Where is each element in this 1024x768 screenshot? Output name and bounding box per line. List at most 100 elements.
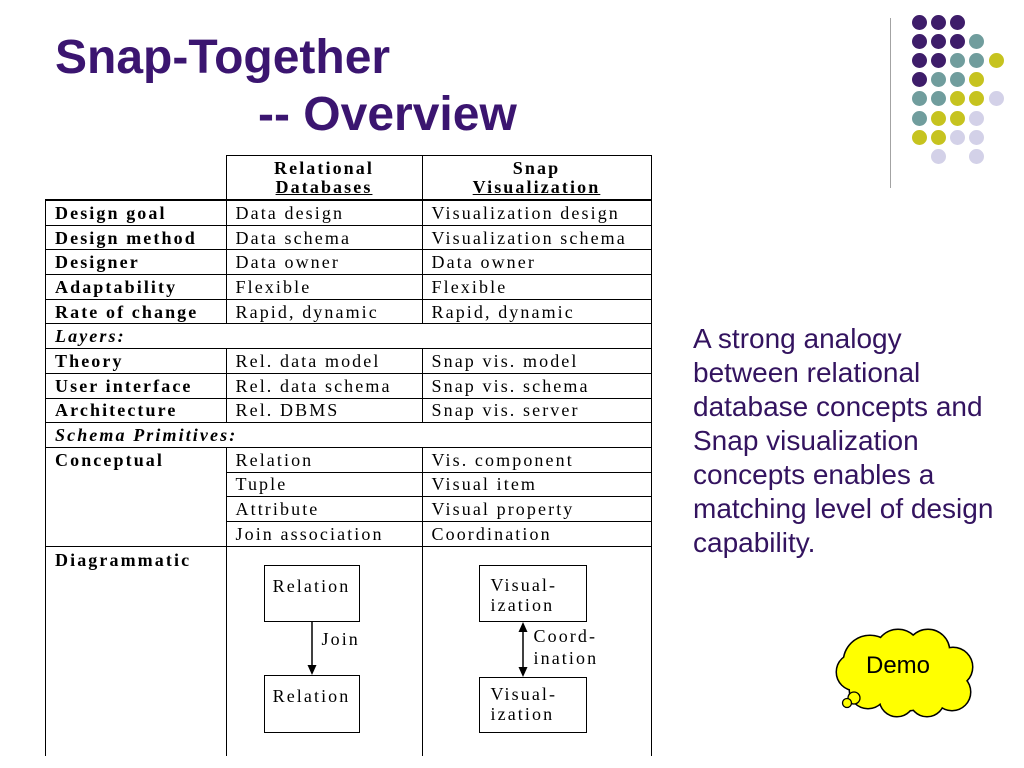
row-label: Designer: [45, 249, 227, 276]
relational-value: Relation: [225, 446, 423, 473]
relational-diagram: Relation Join Relation: [227, 547, 421, 753]
row-label: Design goal: [45, 199, 227, 226]
decor-dot-purple: [911, 14, 927, 30]
snap-value: Rapid, dynamic: [421, 298, 652, 325]
decor-dot-purple: [950, 14, 965, 30]
decor-dot-yellow: [950, 110, 965, 126]
decor-dot-yellow: [969, 72, 985, 88]
relational-value: Join association: [225, 520, 423, 547]
table-row: Design method Data schema Visualization …: [45, 224, 652, 251]
decor-dot-teal: [911, 91, 927, 107]
snap-value: Visual item: [421, 471, 652, 498]
decor-dot-lavender: [969, 110, 985, 126]
header-snap-line1: Snap: [512, 157, 561, 178]
relation-box-top: Relation: [263, 564, 360, 622]
decor-dot-lavender: [969, 148, 985, 164]
row-label: Theory: [45, 348, 227, 374]
row-label: Adaptability: [45, 274, 227, 300]
decor-dot-teal: [911, 110, 927, 126]
decor-dot-purple: [911, 52, 927, 68]
relational-value: Data schema: [225, 224, 423, 251]
join-arrow-label: Join: [321, 628, 360, 649]
decor-dot-teal: [930, 91, 946, 107]
decor-dot-yellow: [930, 129, 946, 145]
relational-value: Rel. DBMS: [225, 397, 423, 424]
visualization-box-bottom: Visual- ization: [478, 676, 587, 733]
row-label-diagrammatic: Diagrammatic: [45, 545, 227, 756]
decor-dot-lavender: [950, 129, 965, 145]
decor-dot-purple: [911, 33, 927, 49]
decor-dot-teal: [969, 33, 985, 49]
thought-bubble-icon: [841, 691, 861, 709]
decor-dot-teal: [950, 52, 965, 68]
table-row: User interface Rel. data schema Snap vis…: [45, 372, 652, 399]
snap-value: Visualization schema: [421, 224, 652, 251]
title-line-1: Snap-Together: [55, 31, 391, 84]
relational-value: Flexible: [225, 274, 423, 300]
snap-diagram: Visual- ization Coord- ination Visual- i…: [423, 547, 650, 753]
table-row: Tuple Visual item: [46, 471, 652, 498]
row-label: Architecture: [45, 397, 227, 424]
snap-value: Snap vis. schema: [421, 372, 652, 399]
decor-dot-purple: [930, 33, 946, 49]
decor-dot-yellow: [950, 91, 965, 107]
relational-value: Data design: [225, 199, 423, 226]
snap-value: Snap vis. server: [421, 397, 652, 424]
header-relational-databases: Relational Databases: [225, 155, 423, 201]
relational-value: Rel. data schema: [225, 372, 423, 399]
table-row: Architecture Rel. DBMS Snap vis. server: [45, 397, 652, 424]
relational-value: Attribute: [225, 496, 423, 522]
snap-value: Visual property: [421, 496, 652, 522]
snap-diagram-cell: Visual- ization Coord- ination Visual- i…: [421, 545, 652, 756]
decor-dot-teal: [969, 52, 985, 68]
decor-dot-yellow: [988, 52, 1004, 68]
table-row: Theory Rel. data model Snap vis. model: [45, 348, 652, 374]
visualization-box-top: Visual- ization: [478, 564, 587, 622]
decor-dot-lavender: [988, 91, 1004, 107]
table-row: Designer Data owner Data owner: [45, 249, 652, 276]
demo-action-button[interactable]: Demo: [830, 622, 980, 722]
join-arrow: [307, 621, 316, 675]
relational-value: Tuple: [225, 471, 423, 498]
decor-dot-purple: [950, 33, 965, 49]
demo-label: Demo: [865, 652, 931, 679]
row-label: User interface: [45, 372, 227, 399]
table-row: Join association Coordination: [46, 520, 652, 547]
comparison-table: Relational Databases Snap Visualization …: [45, 155, 652, 756]
table-header-row: Relational Databases Snap Visualization: [45, 155, 652, 201]
section-heading-schema-primitives: Schema Primitives:: [45, 422, 652, 448]
relational-diagram-cell: Relation Join Relation: [225, 545, 423, 756]
table-row: Design goal Data design Visualization de…: [45, 199, 652, 226]
snap-value: Snap vis. model: [421, 348, 652, 374]
table-row: Conceptual Relation Vis. component: [45, 446, 652, 547]
row-label: Design method: [45, 224, 227, 251]
relational-value: Data owner: [225, 249, 423, 276]
relation-box-bottom: Relation: [263, 674, 360, 733]
decor-dot-lavender: [969, 129, 985, 145]
section-row-schema-primitives: Schema Primitives:: [45, 422, 652, 448]
header-relational-line1: Relational: [274, 157, 374, 178]
decor-dot-purple: [911, 72, 927, 88]
snap-value: Vis. component: [421, 446, 652, 473]
header-blank-cell: [45, 155, 227, 201]
body-paragraph: A strong analogy between relational data…: [693, 323, 994, 558]
decor-dot-yellow: [969, 91, 985, 107]
title-line-2: -- Overview: [258, 88, 517, 141]
table-row: Attribute Visual property: [46, 496, 652, 522]
decor-dot-purple: [930, 52, 946, 68]
decor-dot-lavender: [930, 148, 946, 164]
coordination-arrow-label: Coord- ination: [533, 625, 599, 668]
table-row: Adaptability Flexible Flexible: [45, 274, 652, 300]
decor-dot-yellow: [930, 110, 946, 126]
row-label: Rate of change: [45, 298, 227, 325]
header-snap-visualization: Snap Visualization: [421, 155, 652, 201]
cloud-shape-icon: [835, 628, 974, 718]
section-heading-layers: Layers:: [45, 323, 652, 350]
snap-value: Visualization design: [421, 199, 652, 226]
decor-dot-teal: [950, 72, 965, 88]
table-row-diagrammatic: Diagrammatic Relation Join Relation Visu…: [45, 545, 652, 756]
header-relational-line2: Databases: [275, 176, 373, 197]
decorative-divider-line: [890, 18, 891, 188]
coordination-arrow: [518, 621, 527, 677]
snap-value: Data owner: [421, 249, 652, 276]
